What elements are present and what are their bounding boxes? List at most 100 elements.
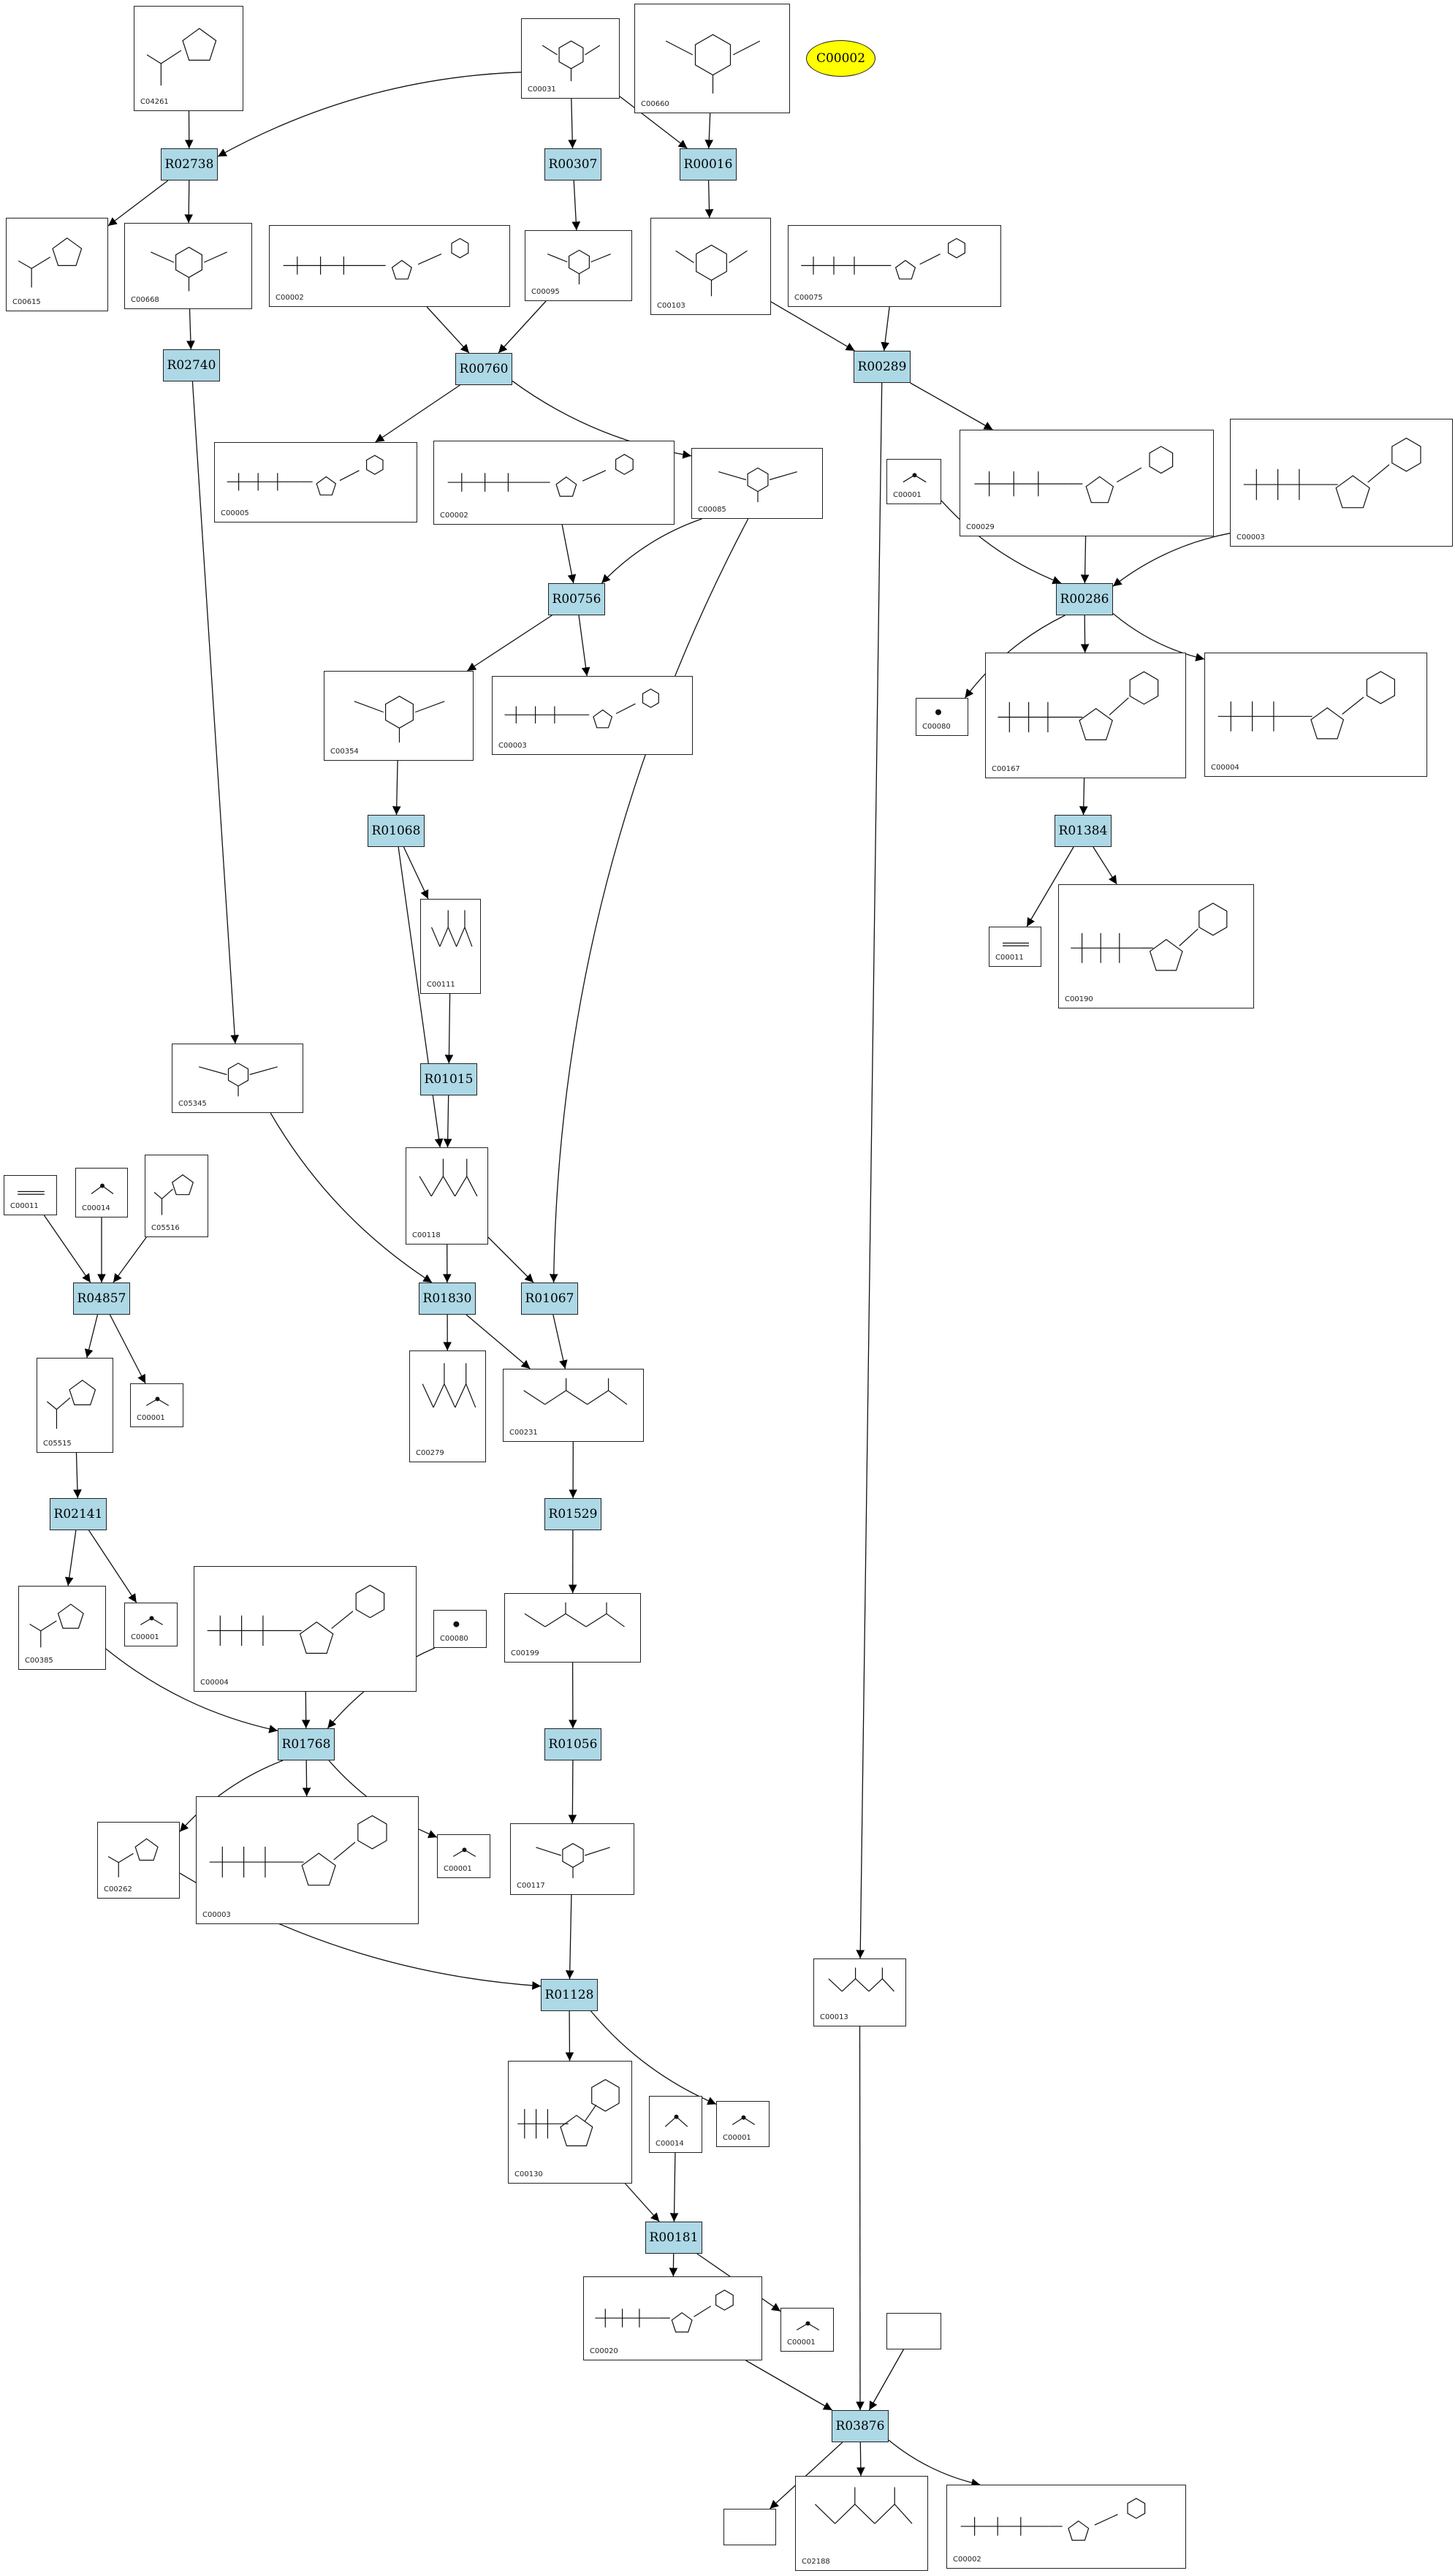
structure-drawing — [665, 34, 761, 94]
compound-box[interactable]: C00615 — [6, 218, 108, 311]
compound-box[interactable]: C00003 — [196, 1796, 419, 1924]
compound-id-label: C00668 — [131, 296, 159, 304]
reaction-node[interactable]: R04857 — [73, 1283, 130, 1315]
structure-drawing — [524, 1602, 625, 1627]
compound-box[interactable]: C00001 — [716, 2101, 770, 2147]
reaction-node[interactable]: R01384 — [1055, 815, 1112, 847]
compound-box[interactable]: C00003 — [492, 676, 693, 755]
compound-box[interactable]: C00231 — [503, 1369, 644, 1442]
compound-box[interactable]: C00011 — [4, 1175, 57, 1215]
compound-box[interactable]: C00080 — [916, 698, 968, 736]
reaction-node[interactable]: R01529 — [544, 1498, 601, 1530]
compound-box[interactable]: C00002 — [946, 2485, 1186, 2569]
reaction-node[interactable]: R00756 — [548, 583, 605, 615]
compound-structure — [892, 464, 936, 490]
compound-box[interactable]: C00001 — [780, 2308, 834, 2352]
structure-drawing — [107, 1838, 159, 1877]
compound-box[interactable]: C00020 — [583, 2276, 762, 2360]
compound-box[interactable]: C00001 — [437, 1834, 490, 1878]
compound-structure — [639, 9, 785, 99]
compound-box[interactable]: C00014 — [75, 1168, 128, 1217]
compound-box[interactable]: C00001 — [124, 1603, 178, 1646]
compound-box[interactable]: C02188 — [795, 2476, 928, 2571]
structure-drawing — [523, 1378, 628, 1405]
edge-arrow — [625, 2183, 660, 2222]
edge-arrow — [856, 2442, 865, 2477]
edge-arrow — [601, 518, 702, 584]
compound-box[interactable]: C00001 — [130, 1383, 183, 1427]
compound-box[interactable]: C00029 — [960, 430, 1214, 536]
highlight-compound-oval[interactable]: C00002 — [806, 40, 875, 77]
reaction-node[interactable]: R03876 — [832, 2410, 889, 2442]
reaction-node[interactable]: R02738 — [161, 148, 218, 181]
compound-id-label: C00011 — [10, 1202, 39, 1210]
reaction-node[interactable]: R01830 — [419, 1283, 476, 1315]
compound-structure — [199, 1571, 411, 1678]
reaction-node[interactable]: R00181 — [645, 2222, 702, 2254]
compound-box[interactable]: C00354 — [324, 671, 474, 761]
compound-box[interactable]: C00003 — [1230, 419, 1453, 547]
compound-box[interactable]: C00002 — [433, 441, 675, 525]
compound-box[interactable]: C00262 — [97, 1822, 180, 1899]
compound-box[interactable]: C00005 — [214, 442, 417, 523]
compound-box[interactable]: C00004 — [194, 1566, 417, 1692]
compound-box[interactable]: C00117 — [510, 1823, 634, 1895]
reaction-node[interactable]: R00286 — [1056, 583, 1113, 615]
structure-drawing — [283, 238, 469, 280]
compound-box[interactable]: C00013 — [813, 1958, 906, 2026]
edge-arrow — [392, 760, 401, 816]
structure-drawing — [814, 2487, 913, 2524]
compound-id-label: C00118 — [412, 1231, 441, 1239]
compound-box[interactable]: C04261 — [134, 6, 243, 111]
compound-box[interactable]: C00004 — [1204, 653, 1427, 777]
compound-box[interactable]: C05516 — [145, 1155, 208, 1237]
structure-drawing — [547, 249, 611, 285]
compound-box[interactable]: C00001 — [886, 459, 941, 504]
reaction-node[interactable]: R02740 — [163, 349, 220, 381]
reaction-node[interactable]: R01128 — [541, 1979, 598, 2011]
compound-box[interactable]: C00011 — [989, 927, 1041, 967]
compound-id-label: C00003 — [202, 1911, 231, 1919]
compound-id-label: C00262 — [104, 1885, 132, 1893]
compound-box[interactable]: C00190 — [1058, 884, 1254, 1008]
compound-box[interactable]: C00130 — [508, 2061, 632, 2184]
compound-box[interactable]: C00014 — [649, 2096, 702, 2153]
reaction-node[interactable]: R00307 — [544, 148, 601, 181]
reaction-node[interactable]: R00760 — [455, 353, 512, 385]
compound-box[interactable]: C00279 — [409, 1350, 486, 1462]
structure-drawing — [536, 1843, 610, 1879]
reaction-node[interactable]: R01068 — [368, 815, 425, 847]
compound-box[interactable]: C00167 — [985, 653, 1186, 778]
reaction-node[interactable]: R01067 — [521, 1283, 578, 1315]
compound-box[interactable]: C05345 — [172, 1044, 303, 1113]
structure-drawing — [18, 1190, 45, 1195]
structure-drawing — [47, 1380, 96, 1429]
structure-drawing — [1243, 437, 1421, 509]
reaction-node[interactable]: R01015 — [420, 1063, 477, 1095]
compound-box[interactable]: C00031 — [521, 18, 620, 99]
compound-box[interactable]: C00385 — [18, 1586, 106, 1670]
compound-box[interactable]: C00668 — [124, 223, 252, 309]
reaction-node[interactable]: R01768 — [278, 1728, 335, 1760]
compound-structure — [509, 1598, 636, 1649]
reaction-node[interactable]: R00289 — [854, 351, 911, 383]
structure-drawing — [447, 454, 634, 497]
compound-box[interactable]: C00118 — [406, 1147, 488, 1245]
reaction-node[interactable]: R02141 — [50, 1498, 107, 1530]
compound-box[interactable]: C00660 — [634, 4, 790, 113]
reaction-node[interactable]: R01056 — [544, 1728, 601, 1760]
compound-structure — [129, 1608, 172, 1633]
compound-box[interactable]: C00103 — [650, 218, 771, 315]
compound-box[interactable]: C00095 — [525, 230, 632, 301]
compound-box[interactable]: C00080 — [433, 1610, 487, 1648]
compound-box[interactable]: C00199 — [504, 1593, 641, 1663]
compound-box[interactable]: C00002 — [269, 225, 510, 307]
empty-compound-box[interactable] — [723, 2509, 776, 2545]
reaction-node[interactable]: R00016 — [680, 148, 737, 181]
compound-box[interactable]: C00075 — [788, 225, 1001, 307]
compound-box[interactable]: C05515 — [37, 1358, 113, 1453]
compound-box[interactable]: C00085 — [691, 448, 823, 519]
empty-compound-box[interactable] — [886, 2313, 941, 2349]
structure-drawing — [354, 696, 445, 743]
compound-box[interactable]: C00111 — [420, 899, 481, 994]
